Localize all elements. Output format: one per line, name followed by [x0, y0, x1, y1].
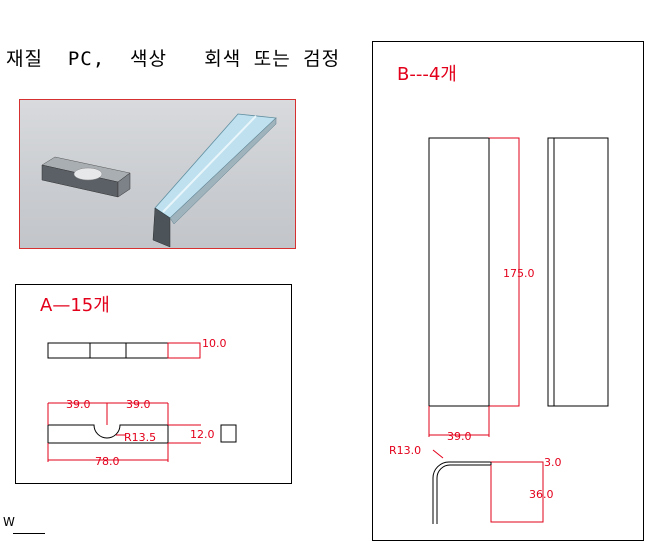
dim-a-total: 78.0 — [95, 455, 120, 468]
footer-label: W — [3, 515, 15, 529]
part-b-heading: B---4개 — [397, 64, 457, 85]
part-b-drawing-panel: B---4개 175.0 39.0 R13.0 3.0 36.0 — [372, 41, 644, 541]
dim-a-length-top: 10.0 — [202, 337, 227, 350]
dim-b-length: 175.0 — [503, 267, 535, 280]
part-a-heading: A—15개 — [40, 295, 110, 316]
dim-a-left-half: 39.0 — [66, 398, 91, 411]
parts-render-illustration — [41, 113, 277, 248]
dim-a-right-half: 39.0 — [126, 398, 151, 411]
dim-b-thickness: 3.0 — [544, 456, 562, 469]
footer-underline — [13, 533, 45, 534]
dim-a-radius: R13.5 — [124, 431, 156, 444]
render-image — [19, 99, 296, 249]
part-b-dimension-drawing: 175.0 39.0 R13.0 3.0 36.0 — [389, 137, 609, 524]
dim-b-flange: 36.0 — [529, 488, 554, 501]
dim-b-radius: R13.0 — [389, 444, 421, 457]
dim-b-width: 39.0 — [447, 430, 472, 443]
material-spec-title: 재질 PC, 색상 회색 또는 검정 — [6, 48, 341, 70]
part-a-dimension-drawing: 10.0 39.0 39.0 R13.5 12.0 78.0 — [47, 337, 237, 468]
part-a-drawing-panel: A—15개 10.0 39.0 39.0 R13.5 12.0 78.0 — [15, 284, 292, 484]
dim-a-height: 12.0 — [190, 428, 215, 441]
